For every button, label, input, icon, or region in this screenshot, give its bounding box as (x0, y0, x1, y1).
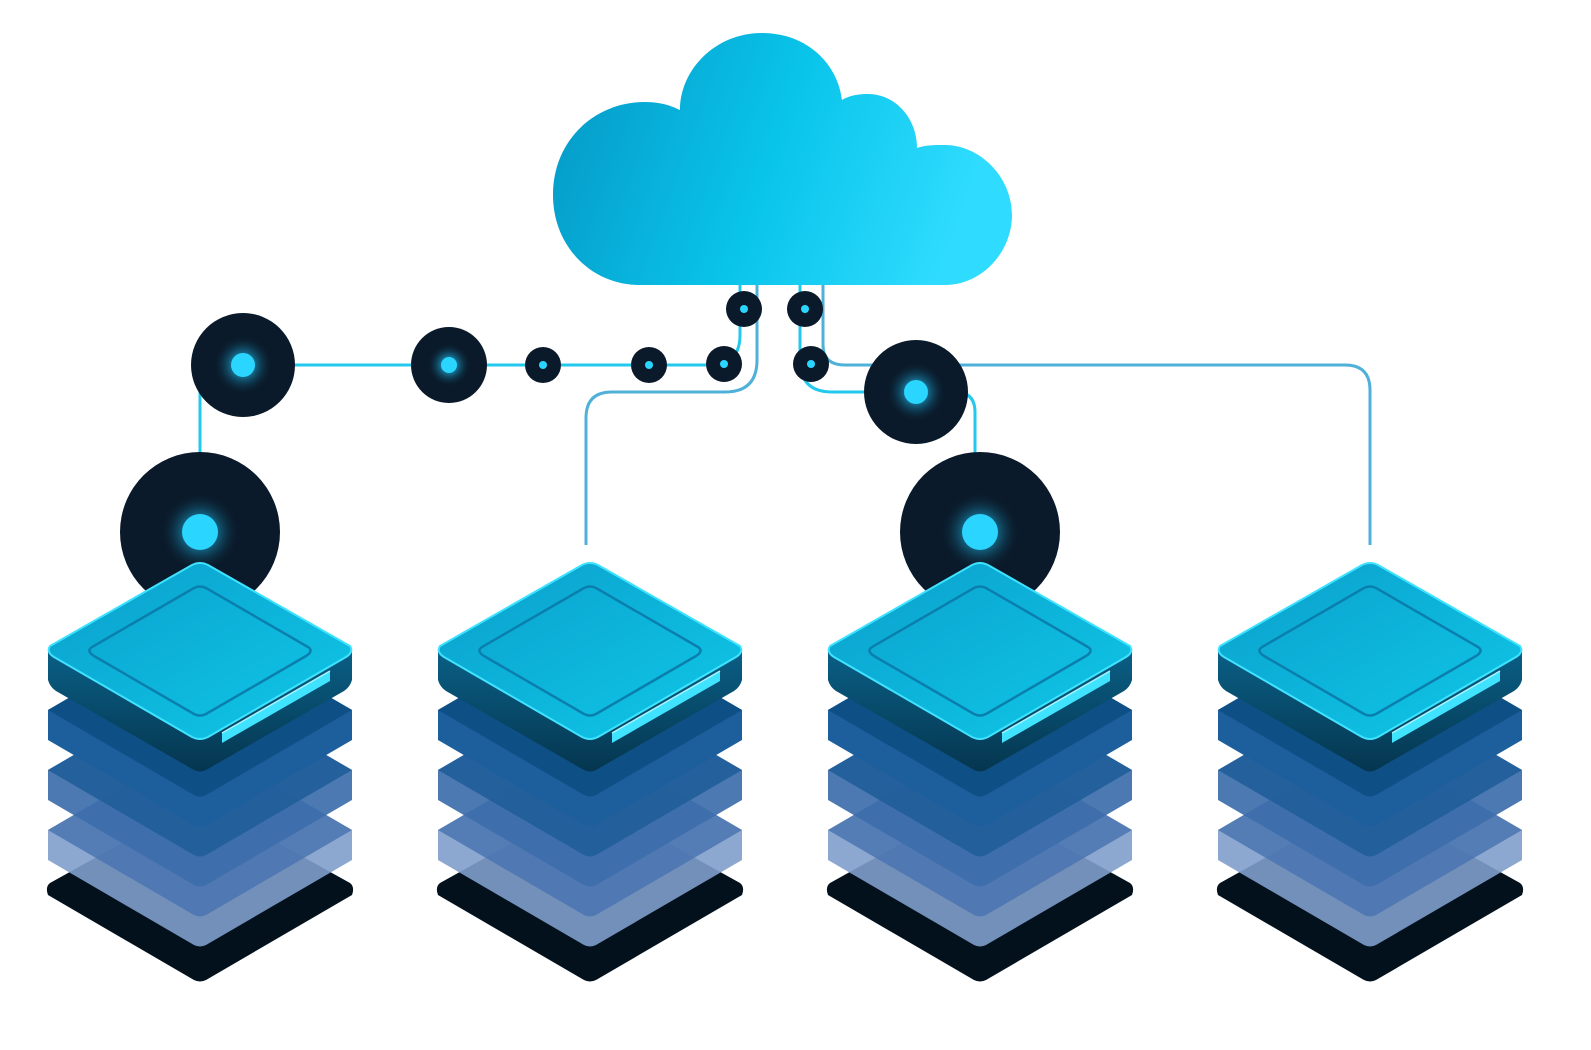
server-stack-3 (825, 561, 1135, 983)
server-stack-1 (45, 561, 355, 983)
server-stack-2 (435, 561, 745, 983)
server-stack-4 (1215, 561, 1525, 983)
cloud-icon (553, 33, 1012, 285)
network-nodes (120, 291, 1060, 612)
